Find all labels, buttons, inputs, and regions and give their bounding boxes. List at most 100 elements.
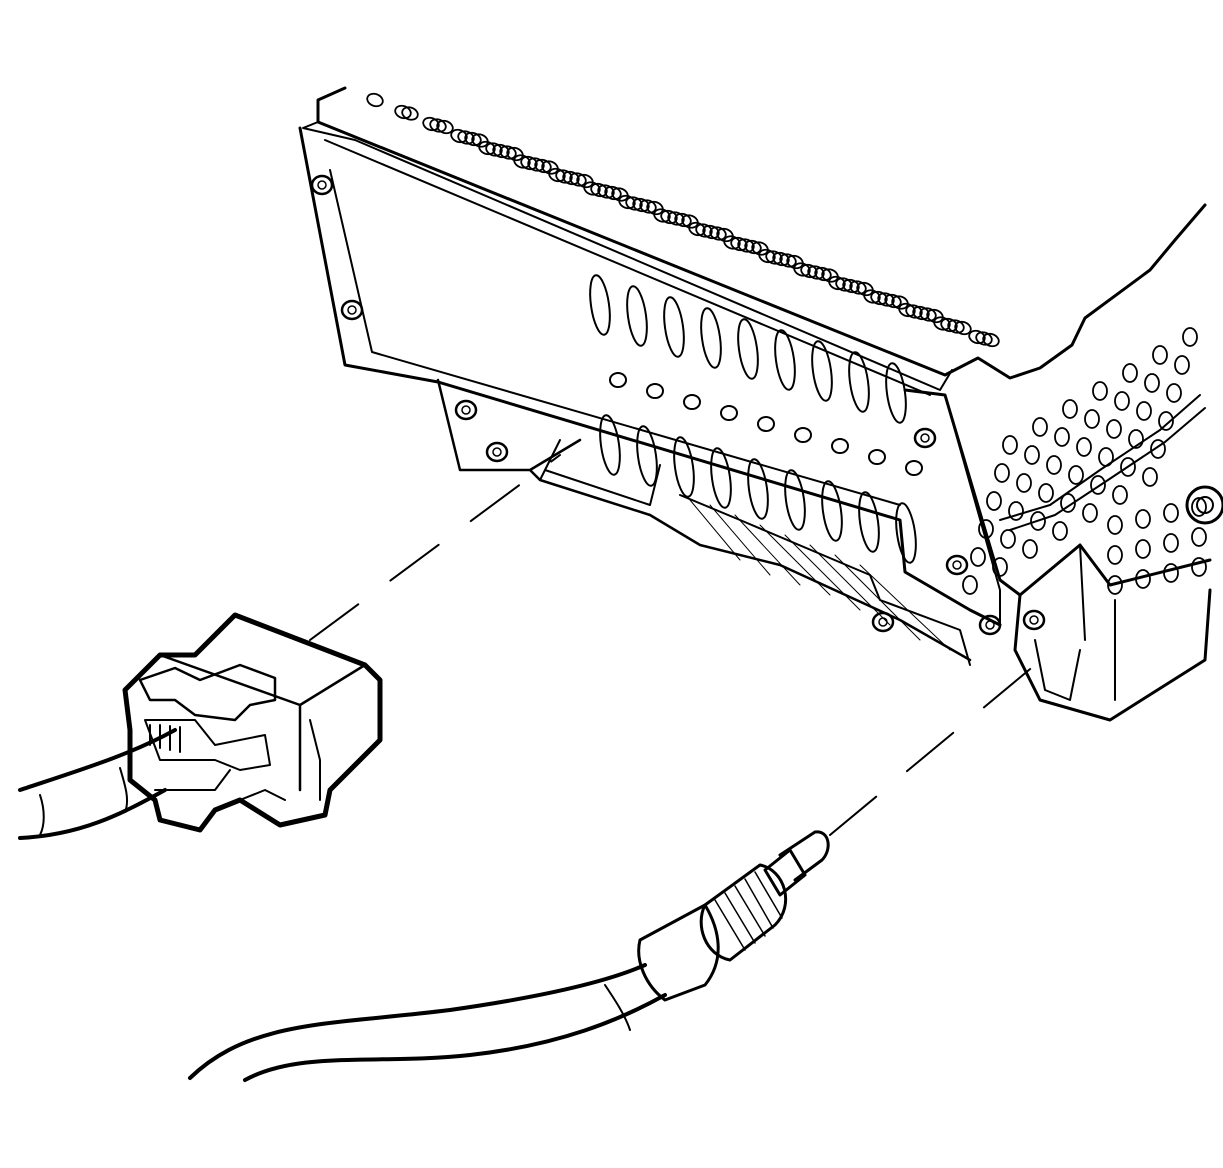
antenna-plug (188, 830, 830, 1082)
top-perforation-hole (849, 280, 867, 295)
top-perforation-hole (898, 302, 916, 318)
side-perforation-hole (1135, 539, 1151, 559)
top-perforation-hole (807, 265, 825, 280)
top-perforation-hole (681, 214, 699, 229)
top-perforation-hole (863, 289, 881, 304)
top-perforation-hole (856, 281, 874, 297)
top-perforation-hole (534, 158, 552, 174)
top-perforation-hole (562, 170, 580, 186)
chassis-front-plate-inner (329, 169, 901, 506)
side-perforation-hole (992, 557, 1008, 577)
chassis-side-perforations (962, 327, 1207, 595)
side-perforation-hole (1107, 545, 1123, 565)
side-perforation-hole (1128, 429, 1144, 449)
top-perforation-hole (660, 209, 678, 225)
chassis-top-cover (316, 86, 1207, 380)
top-perforation-hole (401, 106, 419, 121)
side-perforation-hole (1136, 401, 1152, 421)
side-perforation-hole (1022, 539, 1038, 559)
side-perforation-hole (1135, 509, 1151, 529)
connector-latch-tab (144, 719, 271, 771)
screw-head (871, 611, 895, 633)
screw-slot (317, 180, 327, 190)
top-perforation-hole (653, 208, 671, 223)
top-perforation-hole (744, 239, 762, 255)
top-perforation-hole (758, 248, 776, 264)
top-perforation-hole (870, 290, 888, 306)
chassis-vent-slots (589, 274, 923, 564)
side-perforation-hole (1182, 327, 1198, 347)
top-perforation-hole (604, 185, 622, 201)
chassis-front-plate-top-edge (324, 139, 931, 396)
side-perforation-hole (1114, 391, 1130, 411)
vent-slot (774, 329, 796, 391)
side-perforation-hole (978, 519, 994, 539)
alignment-lines (309, 454, 1036, 836)
top-perforation-hole (506, 146, 524, 162)
top-perforation-hole (569, 172, 587, 187)
vent-hole (868, 449, 886, 465)
antenna-plug-barrel (699, 863, 788, 962)
antenna-plug-tip (778, 830, 830, 882)
top-perforation-hole (695, 223, 713, 238)
antenna-cable-lower (243, 993, 667, 1082)
side-perforation-hole (1106, 419, 1122, 439)
side-perforation-hole (1135, 569, 1151, 589)
screw-head (978, 614, 1002, 636)
side-perforation-hole (1191, 557, 1207, 577)
side-perforation-hole (1152, 345, 1168, 365)
connector-top-face (158, 653, 367, 792)
chassis-side-panel (903, 388, 1212, 597)
top-perforation-hole (499, 145, 517, 160)
vent-slot (848, 351, 870, 413)
top-perforation-hole (884, 293, 902, 309)
side-perforation-hole (1158, 411, 1174, 431)
side-perforation-hole (1166, 383, 1182, 403)
top-perforation-hole (583, 181, 601, 196)
top-perforation-hole (800, 263, 818, 279)
top-perforation-hole (485, 142, 503, 157)
side-perforation-hole (1008, 501, 1024, 521)
top-perforation-hole (646, 200, 664, 216)
connector-latch (138, 663, 277, 722)
top-perforation-hole (842, 278, 860, 294)
top-perforation-hole (821, 268, 839, 283)
side-perforation-hole (1163, 533, 1179, 553)
side-perforation-hole (1068, 465, 1084, 485)
top-perforation-hole (429, 118, 447, 133)
vent-slot (589, 274, 611, 336)
chassis-front-plate (298, 126, 1002, 627)
side-perforation-hole (1084, 409, 1100, 429)
screw-slot (461, 405, 471, 415)
side-perforation-hole (1024, 445, 1040, 465)
screw-slot (347, 305, 357, 315)
harness-cable-upper (18, 728, 177, 792)
top-perforation-hole (709, 226, 727, 241)
top-perforation-hole (975, 331, 993, 346)
vent-hole (794, 427, 812, 443)
side-perforation-hole (1038, 483, 1054, 503)
screw-head (913, 427, 937, 449)
top-perforation-hole (730, 236, 748, 252)
top-perforation-hole (940, 317, 958, 333)
screw-head (945, 554, 969, 576)
side-perforation-hole (986, 491, 1002, 511)
vent-slot (636, 425, 658, 487)
side-perforation-hole (1032, 417, 1048, 437)
top-perforation-hole (933, 316, 951, 331)
chassis-side-jack (1185, 485, 1223, 525)
side-perforation-hole (1191, 527, 1207, 547)
screw-slot (878, 617, 888, 627)
vent-slot (737, 318, 759, 380)
vent-slot (821, 480, 843, 542)
side-perforation-hole (1112, 485, 1128, 505)
top-perforation-hole (786, 254, 804, 270)
side-perforation-hole (1090, 475, 1106, 495)
top-perforation-hole (632, 197, 650, 213)
side-perforation-hole (1062, 399, 1078, 419)
side-perforation-hole (1150, 439, 1166, 459)
vent-slot (700, 307, 722, 369)
vent-hole (683, 394, 701, 410)
side-perforation-hole (970, 547, 986, 567)
top-perforation-hole (716, 227, 734, 243)
